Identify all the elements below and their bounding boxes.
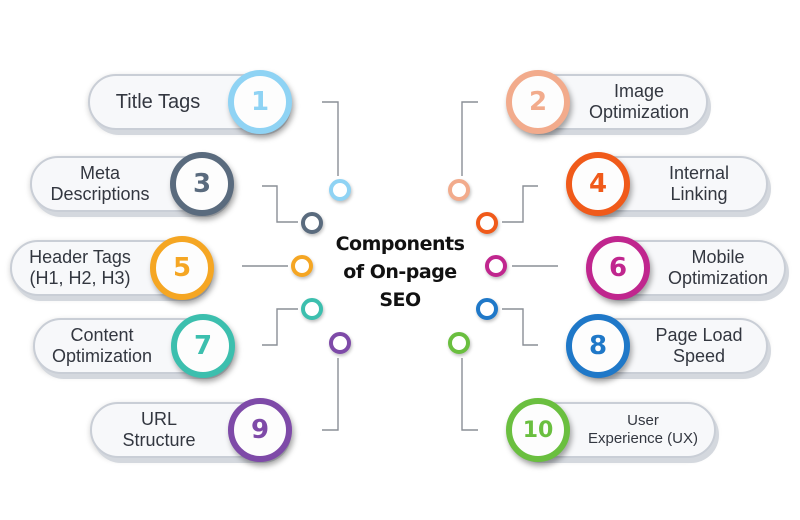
- component-label-line: Mobile: [691, 247, 745, 267]
- title-line-2: of On-page SEO: [343, 261, 457, 311]
- number-badge: 6: [586, 236, 650, 300]
- component-label-line: Optimization: [667, 268, 769, 288]
- number-badge: 10: [506, 398, 570, 462]
- connector-line-8: [502, 308, 538, 346]
- component-label: Header Tags(H1, H2, H3): [26, 242, 134, 294]
- component-label-line: URL: [140, 409, 177, 429]
- component-label-line: Experience (UX): [587, 430, 699, 447]
- component-label-line: Descriptions: [50, 184, 150, 204]
- component-label-line: Speed: [672, 346, 726, 366]
- number-badge: 5: [150, 236, 214, 300]
- component-label-line: Page Load: [655, 325, 743, 345]
- ring-node-6: [485, 255, 507, 277]
- connector-line-1: [322, 101, 339, 176]
- component-label-line: Structure: [122, 430, 196, 450]
- connector-line-2: [461, 101, 478, 176]
- component-label-line: (H1, H2, H3): [29, 268, 131, 288]
- ring-node-4: [476, 212, 498, 234]
- ring-node-3: [301, 212, 323, 234]
- diagram-title: Components of On-page SEO: [322, 230, 478, 314]
- component-label-line: Header Tags: [29, 247, 131, 267]
- component-label-line: Optimization: [588, 102, 690, 122]
- number-badge: 3: [170, 152, 234, 216]
- connector-line-3: [262, 185, 298, 223]
- component-label: Title Tags: [104, 76, 212, 128]
- connector-line-7: [262, 308, 298, 346]
- ring-node-2: [448, 179, 470, 201]
- number-badge: 8: [566, 314, 630, 378]
- component-label-line: Title Tags: [115, 90, 201, 113]
- title-line-1: Components: [335, 233, 465, 255]
- connector-line-10: [461, 358, 478, 431]
- component-label-line: Content: [70, 325, 134, 345]
- component-label-line: Internal: [668, 163, 730, 183]
- component-label-line: User: [627, 412, 659, 429]
- number-badge: 2: [506, 70, 570, 134]
- ring-node-8: [476, 298, 498, 320]
- ring-node-5: [291, 255, 313, 277]
- component-card-5: Header Tags(H1, H2, H3) 5: [10, 236, 214, 300]
- component-card-1: Title Tags 1: [88, 70, 292, 134]
- number-badge: 9: [228, 398, 292, 462]
- number-badge: 4: [566, 152, 630, 216]
- ring-node-10: [448, 332, 470, 354]
- ring-node-9: [329, 332, 351, 354]
- connector-line-9: [322, 358, 339, 431]
- number-badge: 7: [171, 314, 235, 378]
- ring-node-7: [301, 298, 323, 320]
- component-label-line: Image: [613, 81, 665, 101]
- connector-line-4: [502, 185, 538, 223]
- component-label-line: Optimization: [51, 346, 153, 366]
- number-badge: 1: [228, 70, 292, 134]
- component-label-line: Meta: [79, 163, 121, 183]
- ring-node-1: [329, 179, 351, 201]
- component-label-line: Linking: [670, 184, 728, 204]
